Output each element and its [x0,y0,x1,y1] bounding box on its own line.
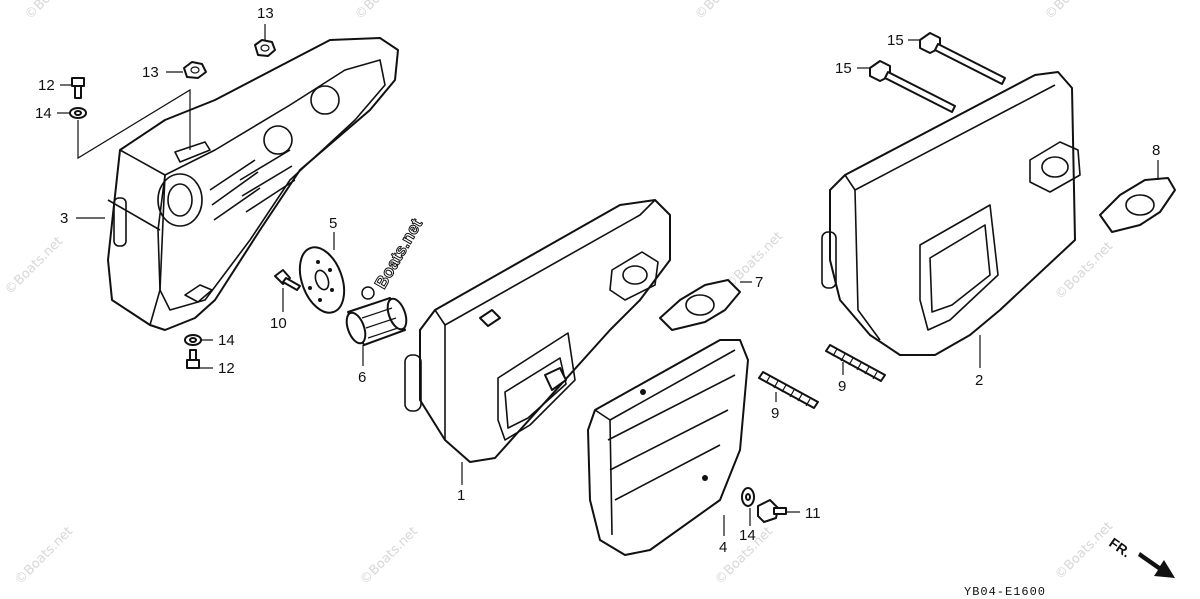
callout-9: 9 [771,405,779,422]
callout-14: 14 [35,105,52,122]
callout-6: 6 [358,369,366,386]
front-arrow-icon [1138,552,1175,578]
watermark: ©Boats.net [2,234,66,298]
muffler-part-2 [821,71,1081,356]
callout-14: 14 [218,332,235,349]
callout-3: 3 [60,210,68,227]
diagram-code: YB04-E1600 [964,585,1046,599]
flange-nut-13-mid [183,61,207,79]
callout-7: 7 [755,274,763,291]
callout-13: 13 [257,5,274,22]
watermark: ©Boats.net [352,0,416,23]
leader-lines [57,24,1159,536]
flange-bolt-12-top [71,77,85,99]
callout-2: 2 [975,372,983,389]
flange-nut-13-top [254,39,276,57]
callout-11: 11 [805,505,821,522]
callout-4: 4 [719,539,727,556]
callout-13: 13 [142,64,159,81]
watermark: ©Boats.net [692,0,756,23]
tapping-screw-10 [274,269,301,291]
callout-15: 15 [835,60,852,77]
flange-bolt-15-lower [869,60,956,113]
callout-12: 12 [218,360,235,377]
callout-5: 5 [329,215,337,232]
spark-arrester-part-6 [345,297,408,346]
flange-bolt-15-upper [919,32,1006,85]
washer-14-right [741,487,755,507]
callout-labels: 3 13 13 12 14 5 10 14 12 6 1 7 9 9 4 14 … [35,5,1160,556]
washer-14-top [69,107,87,119]
callout-14: 14 [739,527,756,544]
callout-10: 10 [270,315,287,332]
boats-net-logo: Boats.net [361,215,427,300]
watermark: ©Boats.net [12,524,76,588]
washer-14-bottom [184,334,202,346]
boats-net-logo-text: Boats.net [371,215,426,292]
stud-bolt-9-right [825,344,886,382]
muffler-part-1 [404,199,671,463]
flange-bolt-12-bottom [186,349,200,369]
exhaust-gasket-part-7 [659,279,741,331]
watermark: ©Boats.net [1052,519,1116,583]
front-direction-label: FR. [1106,534,1134,560]
muffler-cover-part-4 [587,339,749,556]
watermark: ©Boats.net [22,0,86,23]
callout-8: 8 [1152,142,1160,159]
exhaust-gasket-part-8 [1099,177,1176,233]
flange-bolt-11 [757,499,787,523]
callout-9: 9 [838,378,846,395]
spark-arrester-plate-part-5 [298,246,346,314]
front-direction-indicator: FR. [1106,534,1175,578]
callout-12: 12 [38,77,55,94]
callout-15: 15 [887,32,904,49]
stud-bolt-9-left [758,371,819,409]
watermark: ©Boats.net [1042,0,1106,23]
watermark: ©Boats.net [357,524,421,588]
callout-1: 1 [457,487,465,504]
muffler-protector-part-3 [107,37,399,331]
